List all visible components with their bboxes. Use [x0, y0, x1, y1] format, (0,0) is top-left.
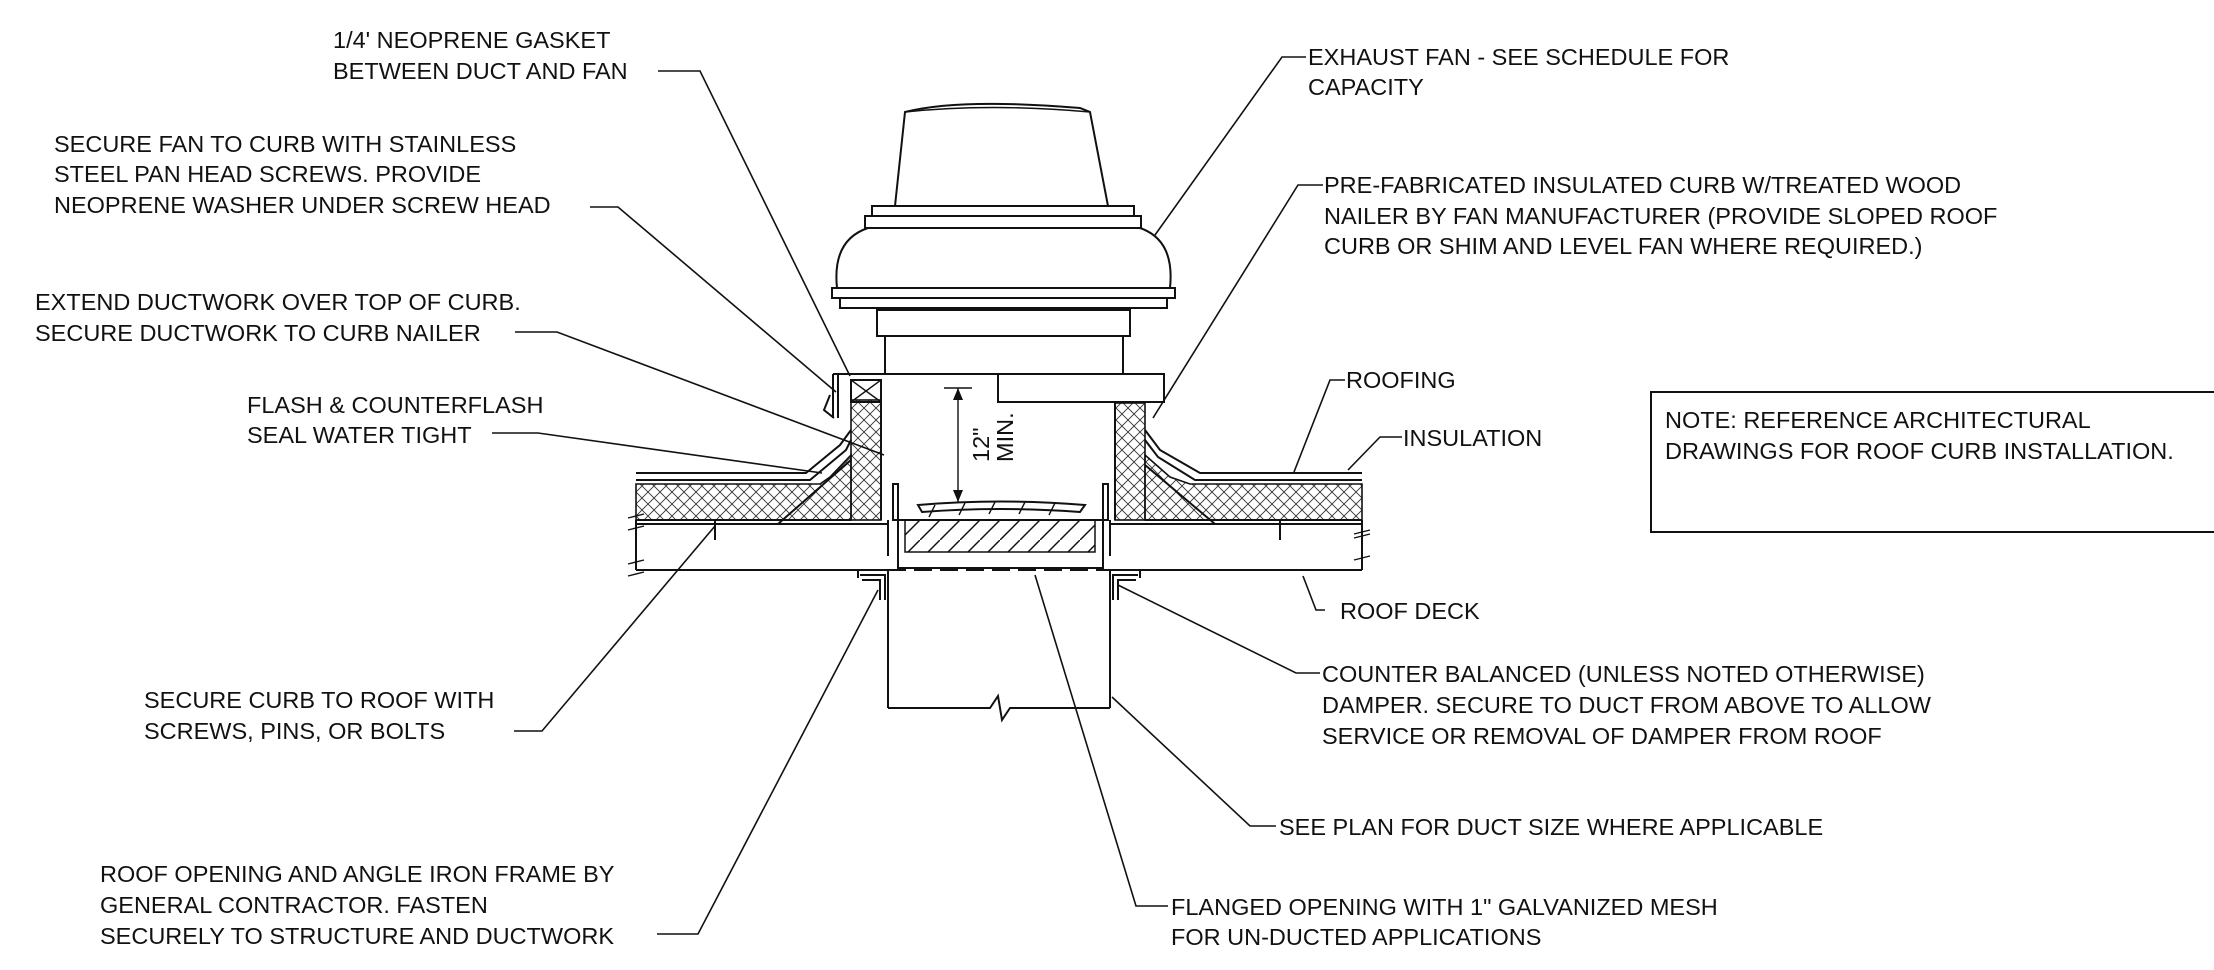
- damper-actuator-box: [997, 373, 1165, 403]
- duct-below: [887, 570, 1111, 723]
- callout-gasket: 1/4' NEOPRENE GASKET BETWEEN DUCT AND FA…: [333, 27, 628, 84]
- svg-text:NEOPRENE WASHER UNDER SCREW HE: NEOPRENE WASHER UNDER SCREW HEAD: [54, 192, 551, 218]
- dimension-qualifier: MIN.: [992, 412, 1018, 462]
- callout-secure-curb: SECURE CURB TO ROOF WITH SCREWS, PINS, O…: [144, 687, 494, 744]
- svg-text:DRAWINGS FOR ROOF CURB INSTALL: DRAWINGS FOR ROOF CURB INSTALLATION.: [1665, 438, 2174, 464]
- roof-deck-right: [1110, 520, 1363, 571]
- svg-text:DAMPER. SECURE TO DUCT FROM AB: DAMPER. SECURE TO DUCT FROM ABOVE TO ALL…: [1322, 692, 1932, 718]
- svg-text:CAPACITY: CAPACITY: [1308, 74, 1424, 100]
- damper-blades: [904, 519, 1096, 553]
- fan-base: [876, 309, 1131, 337]
- svg-text:INSULATION: INSULATION: [1403, 425, 1542, 451]
- deck-fastener-left: [706, 519, 724, 540]
- svg-text:SECURE CURB TO ROOF WITH: SECURE CURB TO ROOF WITH: [144, 687, 494, 713]
- curb-insulation-right: [1114, 402, 1146, 521]
- note-box: NOTE: REFERENCE ARCHITECTURAL DRAWINGS F…: [1650, 391, 2214, 533]
- duct-break-line: [888, 693, 1110, 723]
- svg-text:FOR UN-DUCTED APPLICATIONS: FOR UN-DUCTED APPLICATIONS: [1171, 924, 1541, 950]
- svg-text:EXHAUST FAN - SEE SCHEDULE FOR: EXHAUST FAN - SEE SCHEDULE FOR: [1308, 44, 1729, 70]
- angle-frame-left: [860, 574, 886, 600]
- svg-text:STEEL PAN HEAD SCREWS. PROVIDE: STEEL PAN HEAD SCREWS. PROVIDE: [54, 161, 481, 187]
- callout-roofing: ROOFING: [1346, 367, 1456, 393]
- exhaust-fan: [831, 102, 1176, 403]
- svg-text:EXTEND DUCTWORK OVER TOP OF CU: EXTEND DUCTWORK OVER TOP OF CURB.: [35, 289, 521, 315]
- callout-roof-opening: ROOF OPENING AND ANGLE IRON FRAME BY GEN…: [100, 861, 615, 949]
- callout-damper: COUNTER BALANCED (UNLESS NOTED OTHERWISE…: [1322, 661, 1932, 749]
- callout-exhaust-fan: EXHAUST FAN - SEE SCHEDULE FOR CAPACITY: [1308, 44, 1729, 100]
- callout-secure-fan: SECURE FAN TO CURB WITH STAINLESS STEEL …: [54, 131, 551, 218]
- deck-fastener-right: [1271, 519, 1289, 540]
- curb-insulation-left: [850, 399, 882, 521]
- callout-flanged-opening: FLANGED OPENING WITH 1" GALVANIZED MESH …: [1171, 894, 1718, 950]
- fan-dome: [835, 227, 1172, 289]
- svg-text:FLANGED OPENING WITH 1" GALVAN: FLANGED OPENING WITH 1" GALVANIZED MESH: [1171, 894, 1718, 920]
- svg-text:SEE PLAN FOR DUCT SIZE WHERE A: SEE PLAN FOR DUCT SIZE WHERE APPLICABLE: [1279, 814, 1823, 840]
- svg-text:1/4' NEOPRENE GASKET: 1/4' NEOPRENE GASKET: [333, 27, 610, 53]
- svg-text:BETWEEN DUCT AND FAN: BETWEEN DUCT AND FAN: [333, 58, 628, 84]
- insulation-right: [1144, 453, 1363, 521]
- svg-text:SECURELY TO STRUCTURE AND DUCT: SECURELY TO STRUCTURE AND DUCTWORK: [100, 923, 614, 949]
- callout-insulation: INSULATION: [1403, 425, 1542, 451]
- angle-frame-right: [1112, 574, 1138, 600]
- svg-text:FLASH & COUNTERFLASH: FLASH & COUNTERFLASH: [247, 392, 543, 418]
- insulated-curb: [822, 373, 1146, 556]
- flashing-right: [1144, 429, 1362, 474]
- damper: [888, 500, 1110, 571]
- svg-text:SECURE FAN TO CURB WITH STAINL: SECURE FAN TO CURB WITH STAINLESS: [54, 131, 516, 157]
- svg-text:SCREWS, PINS, OR BOLTS: SCREWS, PINS, OR BOLTS: [144, 718, 445, 744]
- callout-curb: PRE-FABRICATED INSULATED CURB W/TREATED …: [1324, 172, 1997, 259]
- callout-extend-duct: EXTEND DUCTWORK OVER TOP OF CURB. SECURE…: [35, 289, 521, 346]
- roof-assembly: [627, 429, 1371, 600]
- callout-duct-size: SEE PLAN FOR DUCT SIZE WHERE APPLICABLE: [1279, 814, 1823, 840]
- dimension-value: 12": [968, 428, 994, 462]
- svg-text:SEAL WATER TIGHT: SEAL WATER TIGHT: [247, 422, 472, 448]
- dimension-12-min: 12" MIN.: [944, 387, 1018, 502]
- roof-deck-left: [635, 520, 888, 571]
- fan-collar: [871, 205, 1135, 217]
- leader-lines: [492, 56, 1402, 935]
- svg-text:SERVICE OR REMOVAL OF DAMPER F: SERVICE OR REMOVAL OF DAMPER FROM ROOF: [1322, 723, 1882, 749]
- svg-text:ROOFING: ROOFING: [1346, 367, 1456, 393]
- svg-text:ROOF OPENING AND ANGLE IRON FR: ROOF OPENING AND ANGLE IRON FRAME BY: [100, 861, 615, 887]
- svg-text:SECURE DUCTWORK TO CURB NAILER: SECURE DUCTWORK TO CURB NAILER: [35, 320, 481, 346]
- callout-flash: FLASH & COUNTERFLASH SEAL WATER TIGHT: [247, 392, 543, 448]
- svg-text:NOTE: REFERENCE ARCHITECTURAL: NOTE: REFERENCE ARCHITECTURAL: [1665, 407, 2091, 433]
- svg-text:CURB OR SHIM AND LEVEL FAN WHE: CURB OR SHIM AND LEVEL FAN WHERE REQUIRE…: [1324, 233, 1922, 259]
- svg-text:NAILER BY FAN MANUFACTURER (PR: NAILER BY FAN MANUFACTURER (PROVIDE SLOP…: [1324, 203, 1997, 229]
- flashing-left: [636, 429, 852, 474]
- svg-text:PRE-FABRICATED INSULATED CURB: PRE-FABRICATED INSULATED CURB W/TREATED …: [1324, 172, 1961, 198]
- callout-roof-deck: ROOF DECK: [1340, 598, 1480, 624]
- svg-text:GENERAL CONTRACTOR. FASTEN: GENERAL CONTRACTOR. FASTEN: [100, 892, 488, 918]
- svg-text:COUNTER BALANCED (UNLESS NOTED: COUNTER BALANCED (UNLESS NOTED OTHERWISE…: [1322, 661, 1925, 687]
- fan-hood: [894, 102, 1109, 207]
- svg-text:ROOF DECK: ROOF DECK: [1340, 598, 1480, 624]
